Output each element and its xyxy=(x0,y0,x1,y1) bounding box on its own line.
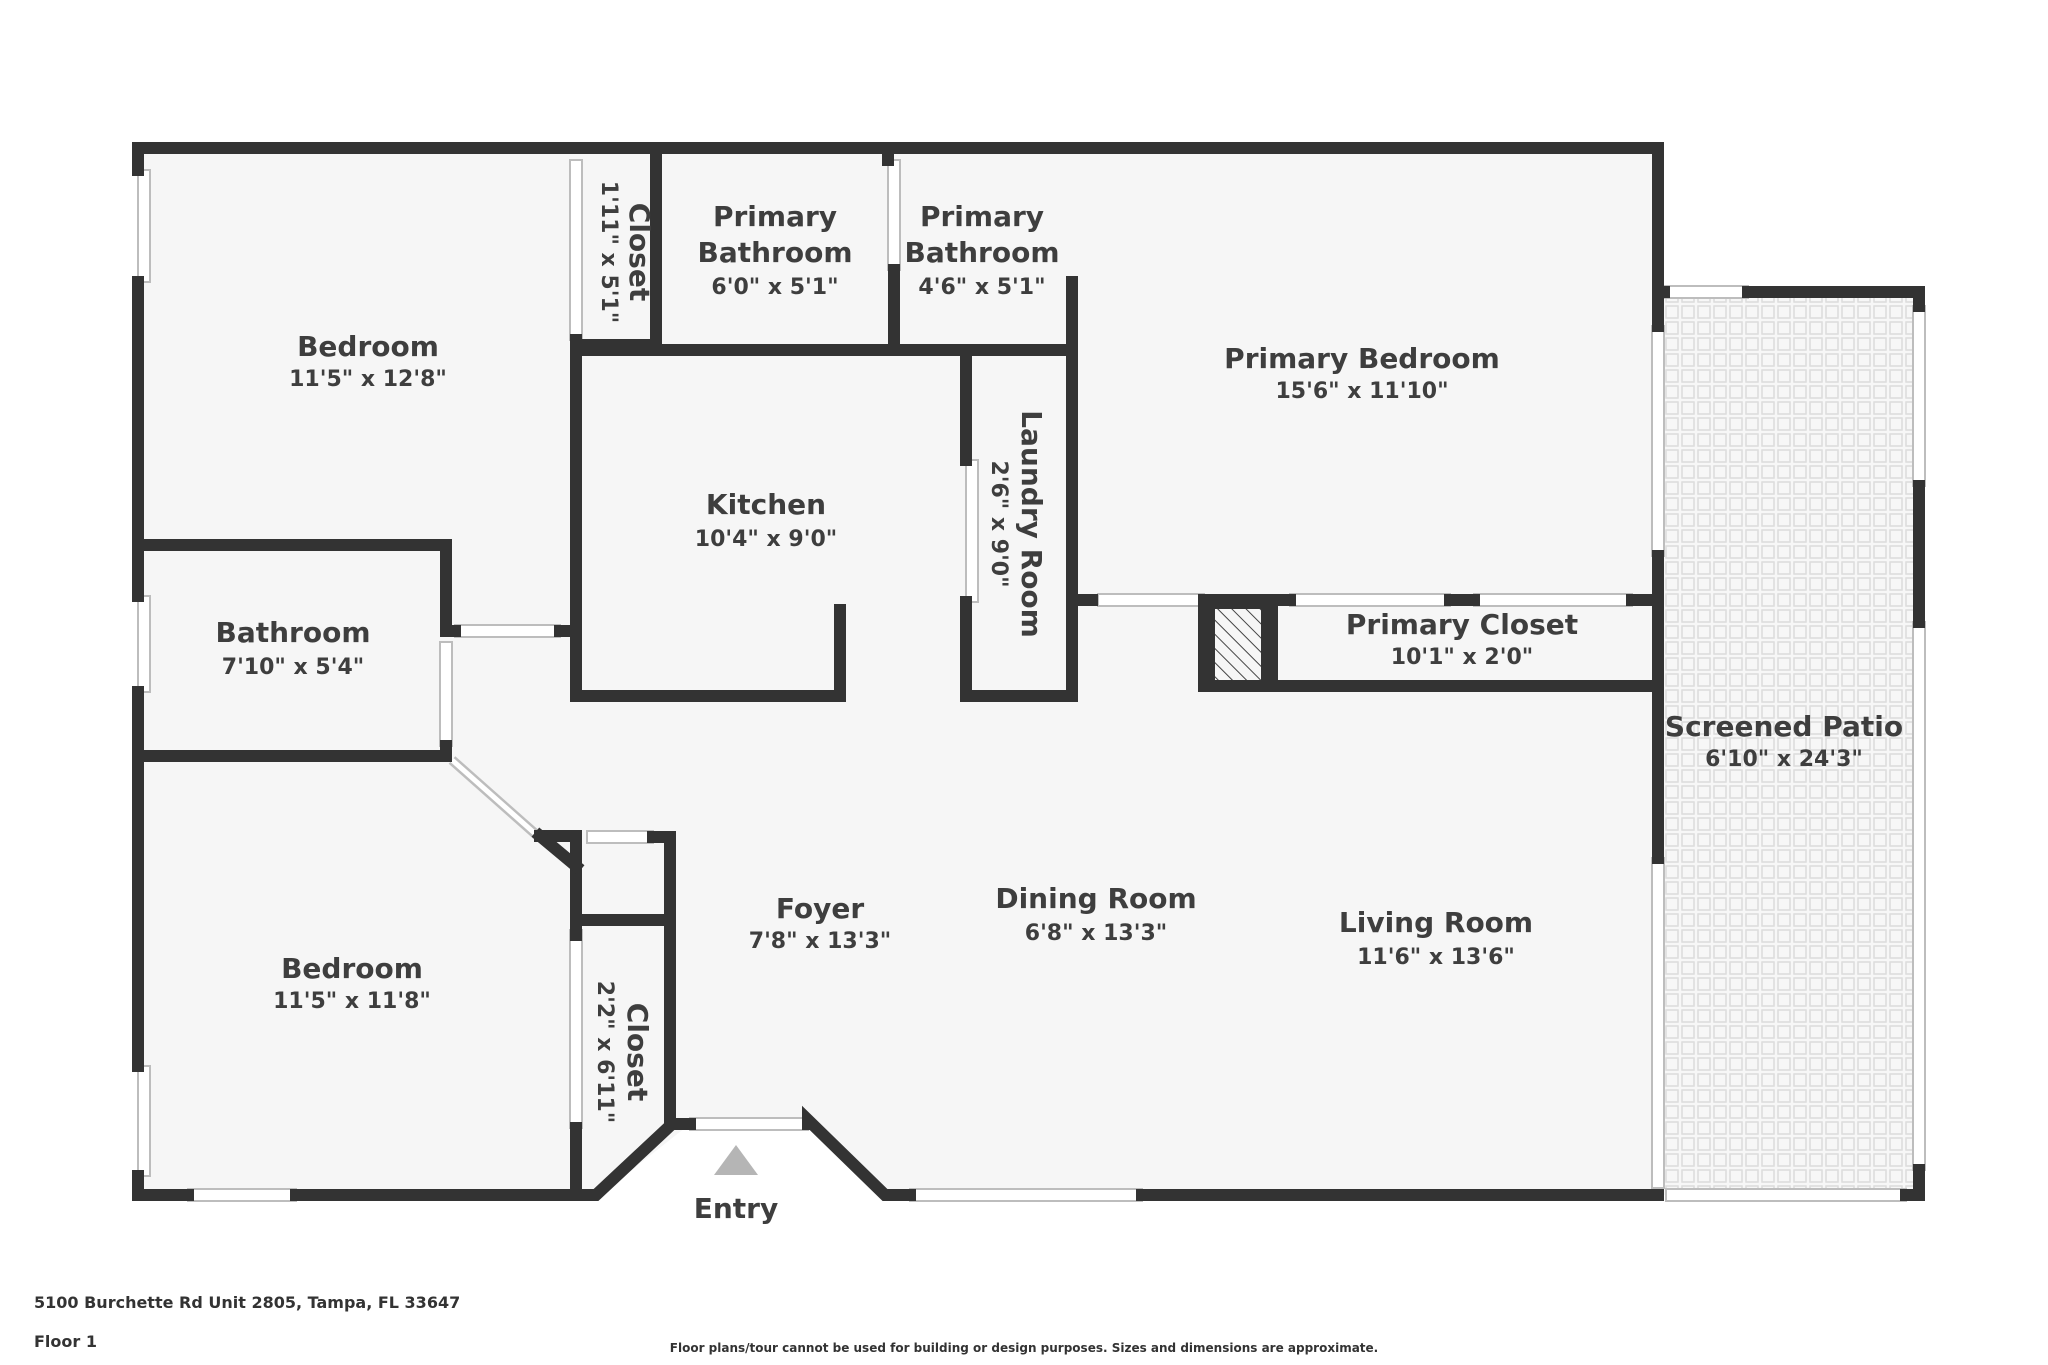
foyer-name: Foyer xyxy=(776,892,864,925)
laundry-dims: 2'6" x 9'0" xyxy=(986,460,1011,587)
foyer-dims: 7'8" x 13'3" xyxy=(749,929,891,954)
interior-floor xyxy=(144,154,1658,1195)
primary-bath-a-dims: 6'0" x 5'1" xyxy=(711,275,838,300)
bathroom-dims: 7'10" x 5'4" xyxy=(222,655,364,680)
screened-patio-dims: 6'10" x 24'3" xyxy=(1705,747,1863,772)
entry-label: Entry xyxy=(694,1192,779,1225)
primary-closet-name: Primary Closet xyxy=(1346,608,1578,641)
primary-bath-a-line2: Bathroom xyxy=(697,236,852,269)
bedroom-top-name: Bedroom xyxy=(297,330,439,363)
bedroom-bottom-name: Bedroom xyxy=(281,952,423,985)
disclaimer: Floor plans/tour cannot be used for buil… xyxy=(669,1341,1379,1355)
primary-bath-b-dims: 4'6" x 5'1" xyxy=(918,275,1045,300)
screened-patio-floor xyxy=(1658,290,1920,1195)
utility-shaft xyxy=(1205,599,1271,691)
closet-top-dims: 1'11" x 5'1" xyxy=(596,181,621,323)
kitchen-name: Kitchen xyxy=(706,488,826,521)
living-room-dims: 11'6" x 13'6" xyxy=(1357,945,1515,970)
primary-closet-dims: 10'1" x 2'0" xyxy=(1391,645,1533,670)
room-labels: Bedroom 11'5" x 12'8" Closet 1'11" x 5'1… xyxy=(215,181,1903,1225)
kitchen-dims: 10'4" x 9'0" xyxy=(695,527,837,552)
primary-bath-b-line1: Primary xyxy=(920,200,1044,233)
closet-bottom-dims: 2'2" x 6'11" xyxy=(592,981,617,1123)
bedroom-bottom-dims: 11'5" x 11'8" xyxy=(273,989,431,1014)
primary-bedroom-name: Primary Bedroom xyxy=(1224,342,1500,375)
walls xyxy=(132,142,1925,1201)
laundry-name: Laundry Room xyxy=(1015,410,1048,638)
living-room-name: Living Room xyxy=(1339,906,1533,939)
bedroom-top-dims: 11'5" x 12'8" xyxy=(289,367,447,392)
screened-patio-name: Screened Patio xyxy=(1665,710,1903,743)
closet-top-name: Closet xyxy=(623,203,656,301)
angled-opening-inner xyxy=(450,758,542,840)
entry-arrow xyxy=(714,1145,758,1175)
primary-bedroom-dims: 15'6" x 11'10" xyxy=(1275,379,1448,404)
closet-bottom-name: Closet xyxy=(621,1003,654,1101)
bathroom-name: Bathroom xyxy=(215,616,370,649)
dining-room-name: Dining Room xyxy=(995,882,1196,915)
floor-label: Floor 1 xyxy=(34,1332,97,1351)
primary-bath-b-line2: Bathroom xyxy=(904,236,1059,269)
primary-bath-a-line1: Primary xyxy=(713,200,837,233)
property-address: 5100 Burchette Rd Unit 2805, Tampa, FL 3… xyxy=(34,1293,461,1312)
dining-room-dims: 6'8" x 13'3" xyxy=(1025,921,1167,946)
